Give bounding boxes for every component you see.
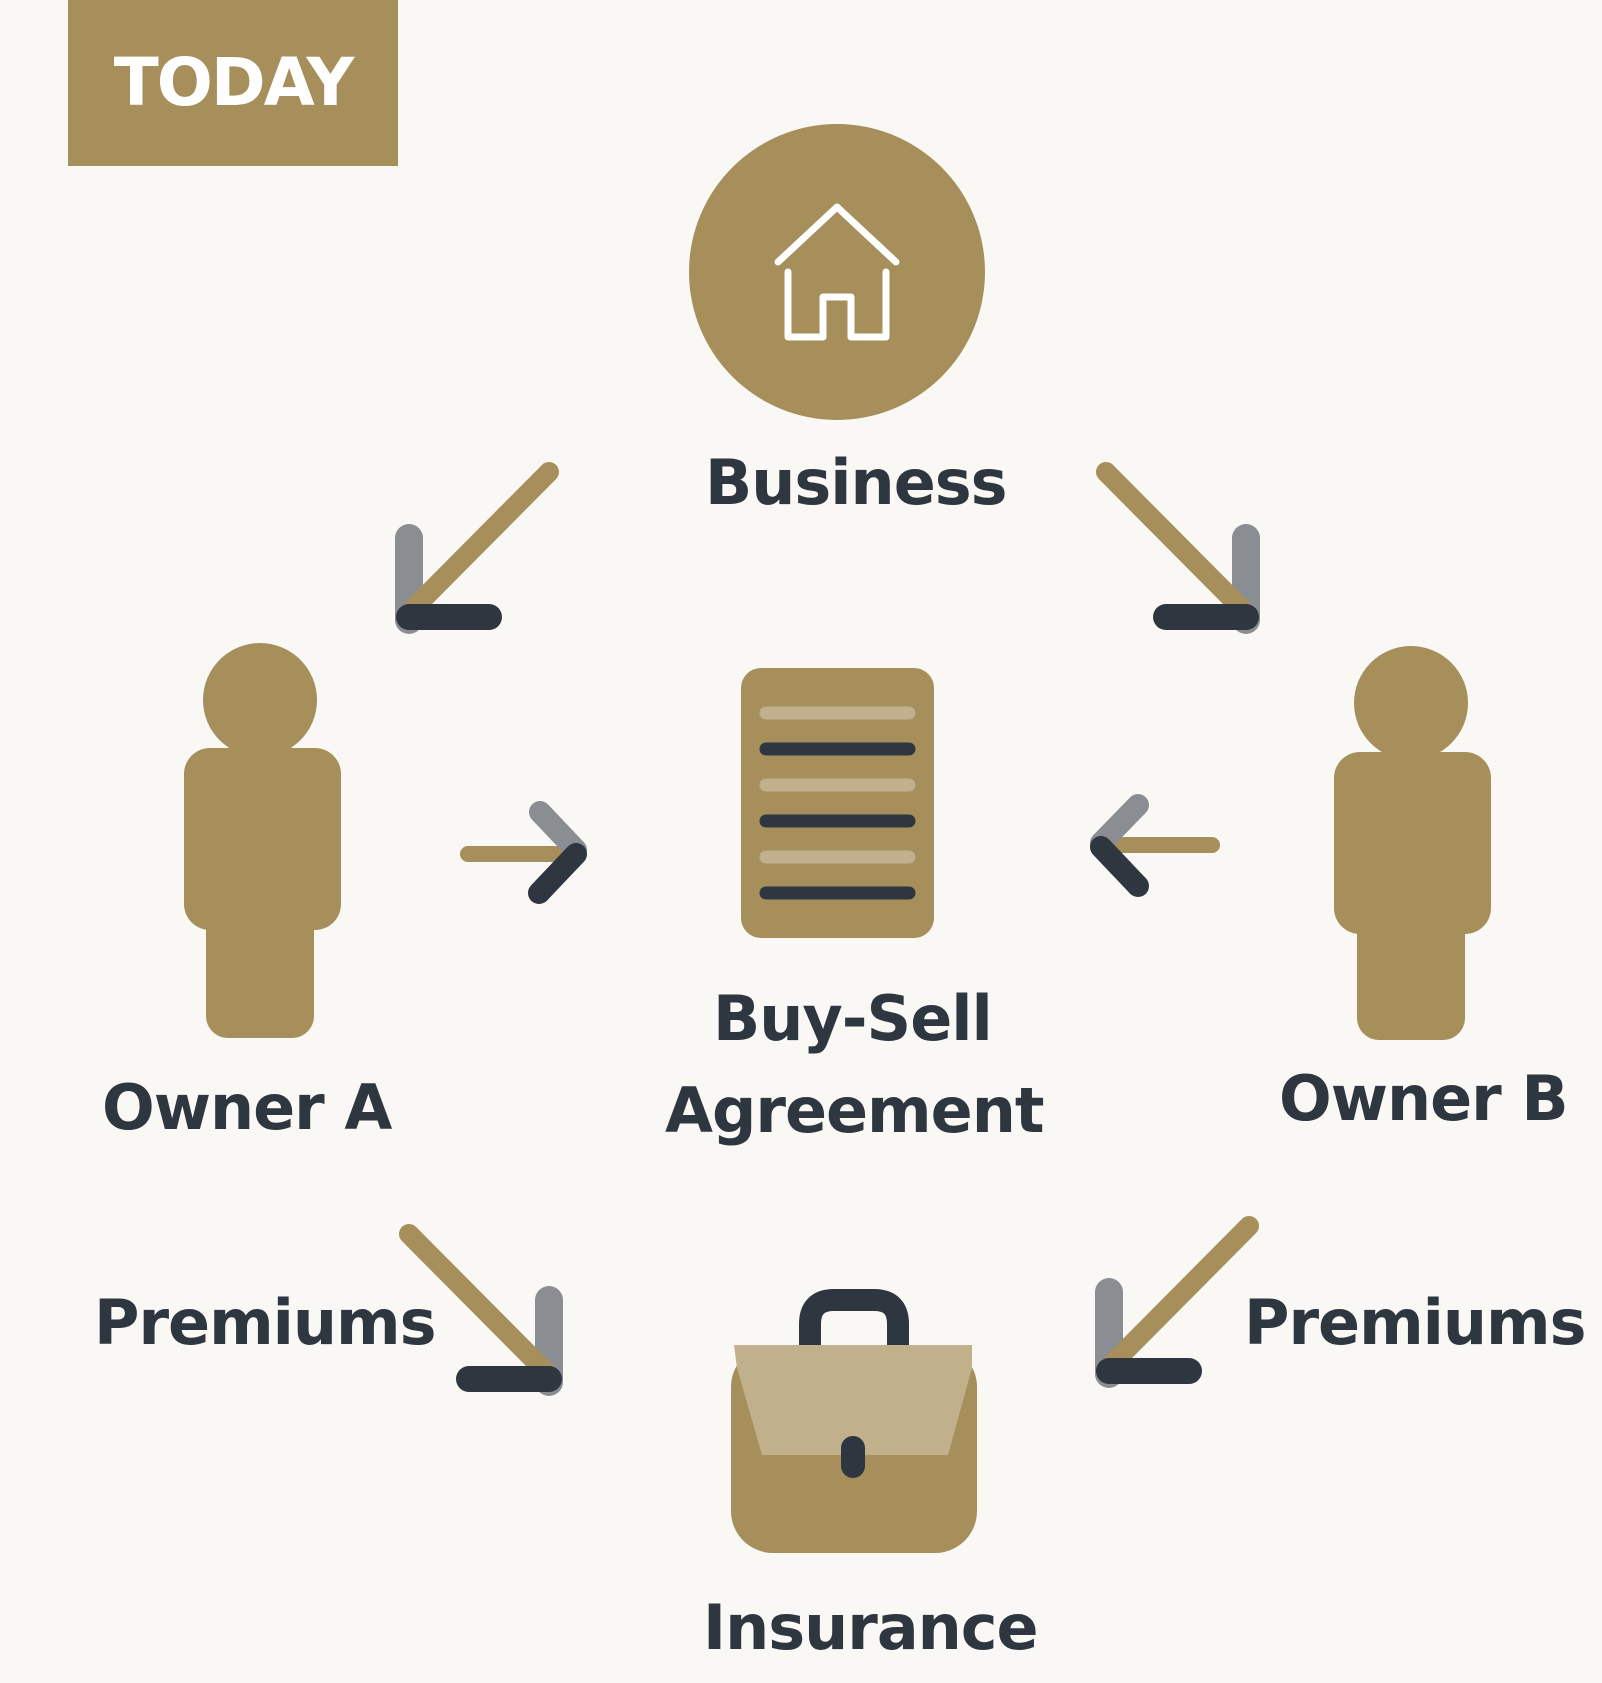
person-icon — [184, 643, 341, 1038]
arrow-business-to-owner-a — [395, 462, 559, 634]
agreement-label-line2: Agreement — [665, 1074, 1044, 1147]
owner-a-label: Owner A — [102, 1071, 392, 1144]
arrow-owner-b-to-insurance — [1095, 1216, 1259, 1388]
agreement-label-line1: Buy-Sell — [713, 982, 993, 1055]
business-circle — [689, 124, 985, 420]
insurance-label: Insurance — [703, 1591, 1039, 1664]
today-badge-label: TODAY — [113, 44, 354, 121]
arrow-business-to-owner-b — [1096, 462, 1260, 634]
document-icon — [741, 668, 934, 938]
owner-b-label: Owner B — [1279, 1062, 1569, 1135]
arrow-owner-a-to-agreement — [460, 801, 587, 904]
business-node — [689, 124, 985, 420]
arrow-owner-a-to-insurance — [399, 1224, 563, 1396]
business-label: Business — [705, 446, 1008, 519]
today-badge: TODAY — [68, 0, 398, 166]
today-badge-bg — [68, 0, 398, 166]
premiums-label-left: Premiums — [94, 1286, 437, 1359]
person-icon — [1334, 646, 1491, 1040]
arrow-owner-b-to-agreement — [1090, 794, 1220, 897]
briefcase-icon — [731, 1289, 977, 1553]
house-icon — [774, 203, 900, 341]
premiums-label-right: Premiums — [1244, 1286, 1587, 1359]
